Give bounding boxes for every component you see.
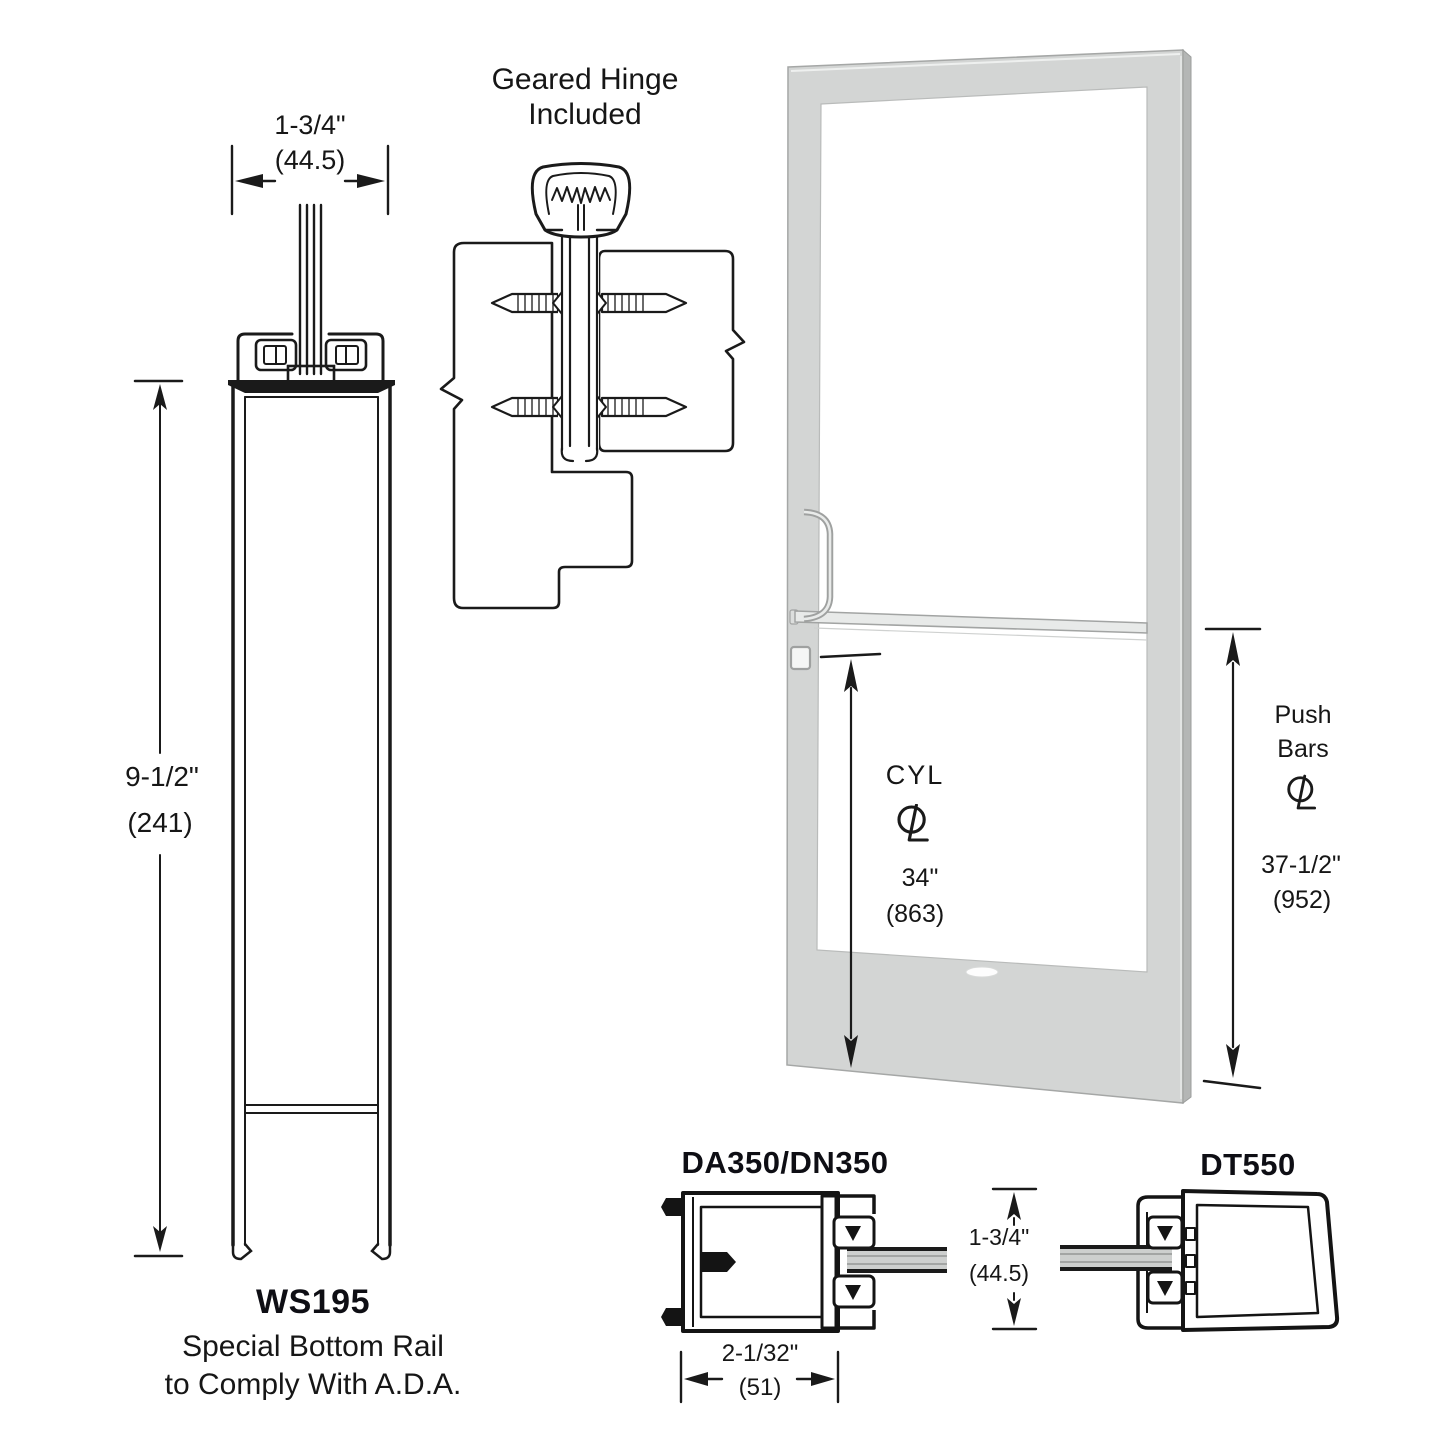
- da350-model-label: DA350/DN350: [681, 1145, 889, 1180]
- cyl-dim-mm: (863): [885, 900, 945, 928]
- stile-width-dim-mm: (44.5): [274, 145, 346, 175]
- cylinder-lock: [789, 645, 812, 671]
- da350-section-drawing: [661, 1191, 876, 1333]
- push-bars-line1: Push: [1274, 701, 1332, 729]
- door-thickness-dimension-lines: [991, 1187, 1038, 1331]
- ws195-model-label: WS195: [256, 1283, 370, 1321]
- stile-width-dimension-lines: [230, 144, 390, 216]
- geared-hinge-label: Geared Hinge Included: [450, 62, 720, 133]
- geared-hinge-line2: Included: [528, 98, 642, 132]
- rail-height-dimension-lines: [133, 379, 184, 1258]
- push-bar-height-dimension-lines: [1202, 627, 1262, 1090]
- push-bars-centerline-icon: [1287, 774, 1317, 810]
- cyl-centerline-icon: [897, 804, 929, 842]
- cyl-label: CYL: [885, 760, 945, 790]
- dt550-section-drawing: [1136, 1189, 1340, 1332]
- push-bars-label: Push Bars: [1263, 699, 1343, 767]
- stile-width-dim-inches: 1-3/4": [274, 110, 346, 140]
- ws195-note: Special Bottom Rail to Comply With A.D.A…: [128, 1328, 498, 1404]
- da350-width-dim-inches: 2-1/32": [721, 1340, 799, 1367]
- da350-width-dim-mm: (51): [738, 1374, 782, 1401]
- rail-height-dim-inches: 9-1/2": [125, 761, 199, 792]
- door-thickness-dim-mm: (44.5): [968, 1260, 1030, 1286]
- pull-handle: [803, 508, 834, 623]
- ws195-note-line2: to Comply With A.D.A.: [164, 1368, 462, 1402]
- dt550-clamps: [1146, 1215, 1184, 1305]
- geared-hinge-drawing: [439, 162, 746, 610]
- rail-height-dim-mm: (241): [127, 807, 193, 838]
- ws195-note-line1: Special Bottom Rail: [182, 1330, 444, 1363]
- push-bar-dim-inches: 37-1/2": [1261, 851, 1341, 879]
- cyl-dim-inches: 34": [901, 864, 939, 892]
- door-elevation-drawing: [786, 48, 1192, 1104]
- push-bars-line2: Bars: [1277, 734, 1329, 763]
- da350-width-dimension-lines: [679, 1350, 840, 1404]
- door-right-edge: [1182, 48, 1192, 1104]
- glass-strip: [847, 1245, 1172, 1273]
- door-thickness-dim-inches: 1-3/4": [968, 1224, 1030, 1250]
- geared-hinge-line1: Geared Hinge: [491, 63, 679, 96]
- push-bar: [789, 609, 1148, 641]
- ws195-section-drawing: [228, 203, 395, 1261]
- door-glass: [816, 86, 1148, 973]
- dt550-model-label: DT550: [1200, 1147, 1296, 1182]
- cyl-height-dimension-lines: [819, 652, 882, 1068]
- push-bar-dim-mm: (952): [1272, 886, 1332, 914]
